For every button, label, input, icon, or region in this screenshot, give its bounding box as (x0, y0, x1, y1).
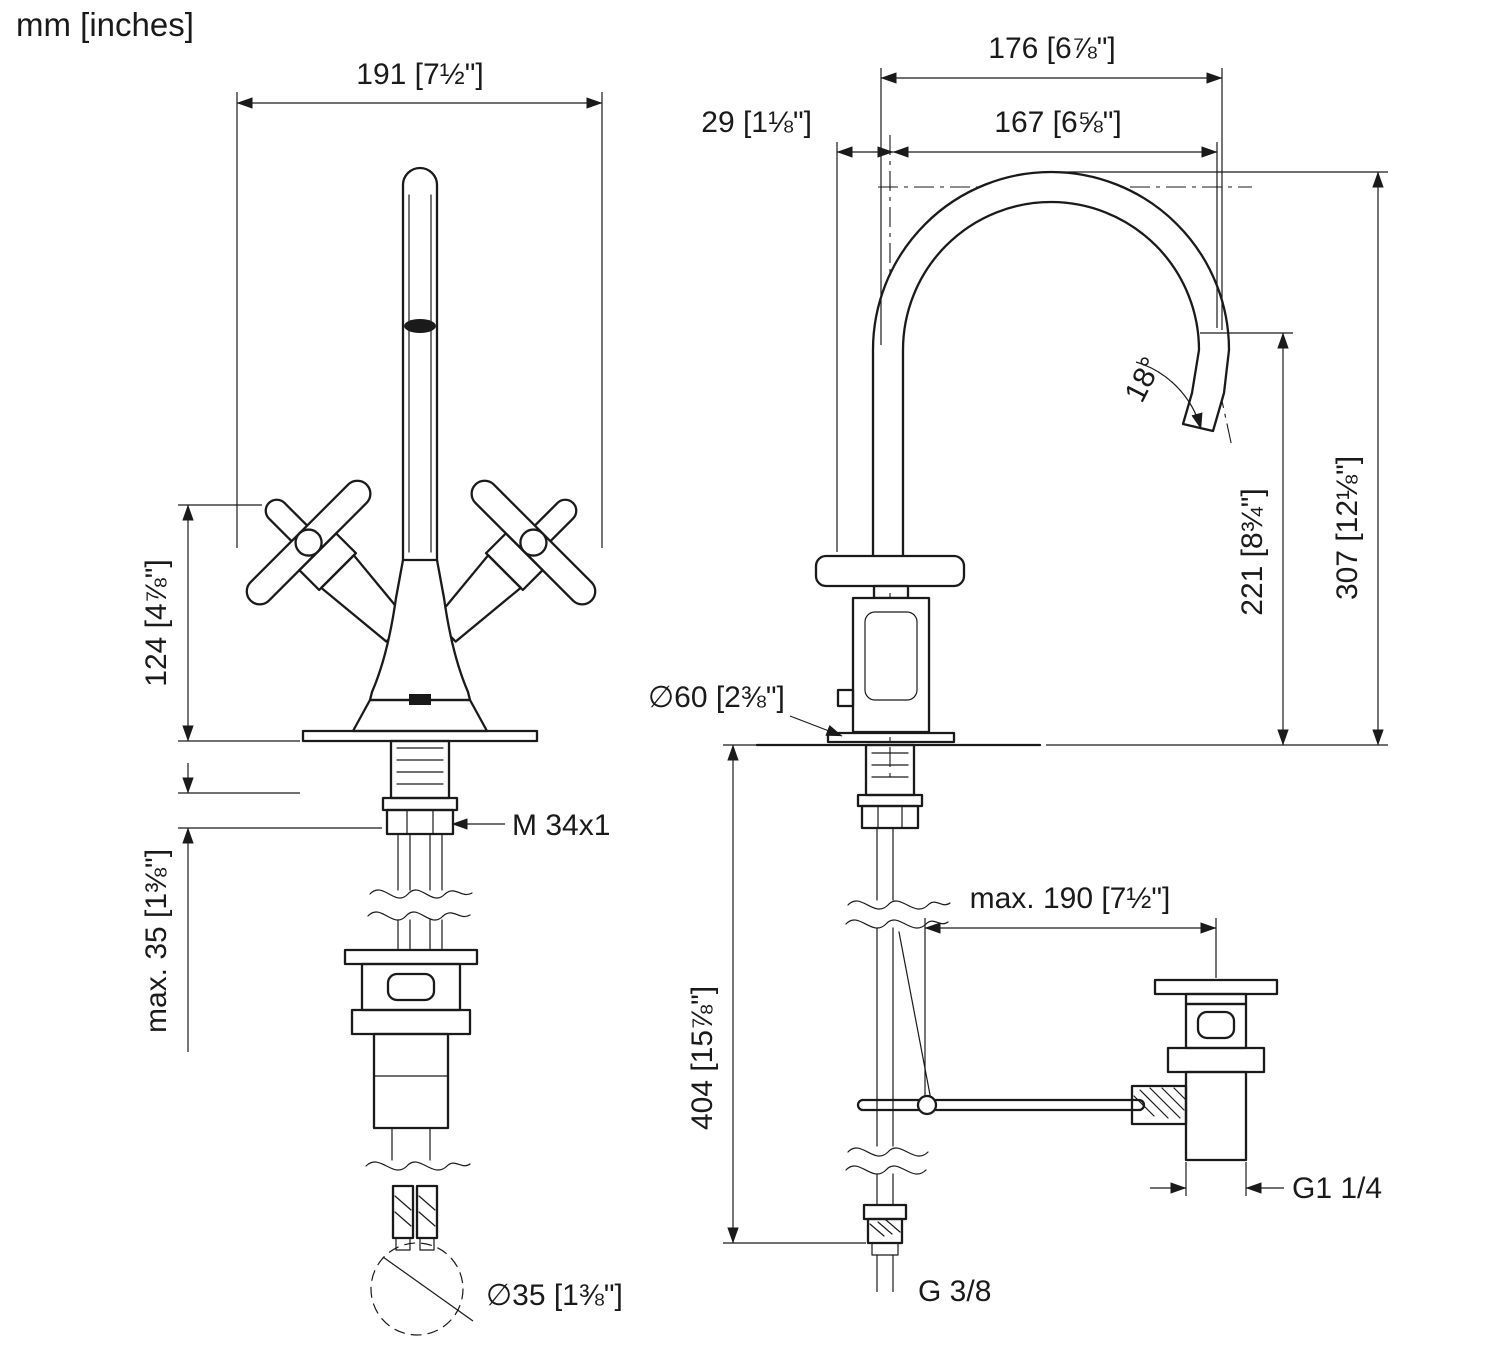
drain-hole (370, 1242, 474, 1336)
front-body (301, 558, 539, 743)
overflow-slot (1196, 1010, 1236, 1040)
drain-thread-label: G1 1/4 (1292, 1172, 1382, 1205)
lever-rod (856, 1098, 1146, 1112)
supply-hoses (397, 833, 443, 891)
dim-total-height-label: 307 [12⅛"] (1331, 456, 1364, 600)
overflow-slot (386, 972, 436, 1002)
dim-width-label: 191 [7½"] (356, 58, 483, 91)
dim-handle-height-label: 124 [4⅞"] (140, 559, 173, 686)
side-view: 176 [6⅞"] 29 [1⅛"] 167 [6⅝"] 18° 221 [8¾… (648, 32, 1388, 1308)
drain-hole-circle (370, 1242, 464, 1336)
side-undermount (845, 743, 951, 1256)
dim-below-deck-label: 404 [15⅞"] (686, 986, 719, 1130)
handle-cap-icon (294, 528, 323, 557)
front-spout (401, 166, 439, 567)
handle-cap-icon (519, 528, 548, 557)
front-dimensions: 191 [7½"] 124 [4⅞"] max. 35 [1⅜"] M 34x1… (140, 58, 623, 1312)
side-dimensions: 176 [6⅞"] 29 [1⅛"] 167 [6⅝"] 18° 221 [8¾… (648, 32, 1388, 1308)
side-spout (871, 170, 1231, 565)
washer (381, 796, 459, 812)
lever-housing (1130, 1084, 1188, 1126)
dim-outlet-angle-label: 18° (1119, 352, 1169, 407)
supply-fitting (862, 1203, 908, 1221)
dim-outlet-height-label: 221 [8¾"] (1236, 488, 1269, 615)
ball-joint (916, 1094, 938, 1116)
outlet-axis (1203, 317, 1233, 448)
dim-reach-label: 167 [6⅝"] (994, 106, 1121, 139)
dim-reach-outer-label: 176 [6⅞"] (988, 32, 1115, 65)
side-tab (836, 688, 855, 708)
units-label: mm [inches] (16, 6, 194, 43)
base-plate (301, 729, 539, 743)
popup-waste-front (343, 948, 479, 1251)
supply-pipe (876, 827, 894, 901)
dim-base-diameter-label: ∅60 [2⅜"] (648, 681, 785, 714)
front-undermount (367, 739, 473, 951)
cartridge-outline (864, 611, 918, 701)
popup-waste-side (1130, 978, 1279, 1162)
dim-rod-reach-label: max. 190 [7½"] (970, 882, 1171, 915)
side-body (755, 596, 1042, 747)
side-handle (814, 554, 966, 600)
spout-band (404, 319, 436, 333)
threaded-shank (389, 739, 451, 800)
front-view: 191 [7½"] 124 [4⅞"] max. 35 [1⅜"] M 34x1… (140, 58, 623, 1336)
dim-offset-label: 29 [1⅛"] (701, 106, 812, 139)
side-base-plate (826, 731, 956, 744)
dim-drain-hole-label: ∅35 [1⅜"] (486, 1279, 623, 1312)
popup-rod (856, 931, 1146, 1116)
shank-thread-label: M 34x1 (512, 809, 610, 842)
dim-max-mount-label: max. 35 [1⅜"] (140, 849, 173, 1033)
supply-thread-label: G 3/8 (918, 1275, 991, 1308)
locknut (385, 808, 455, 836)
